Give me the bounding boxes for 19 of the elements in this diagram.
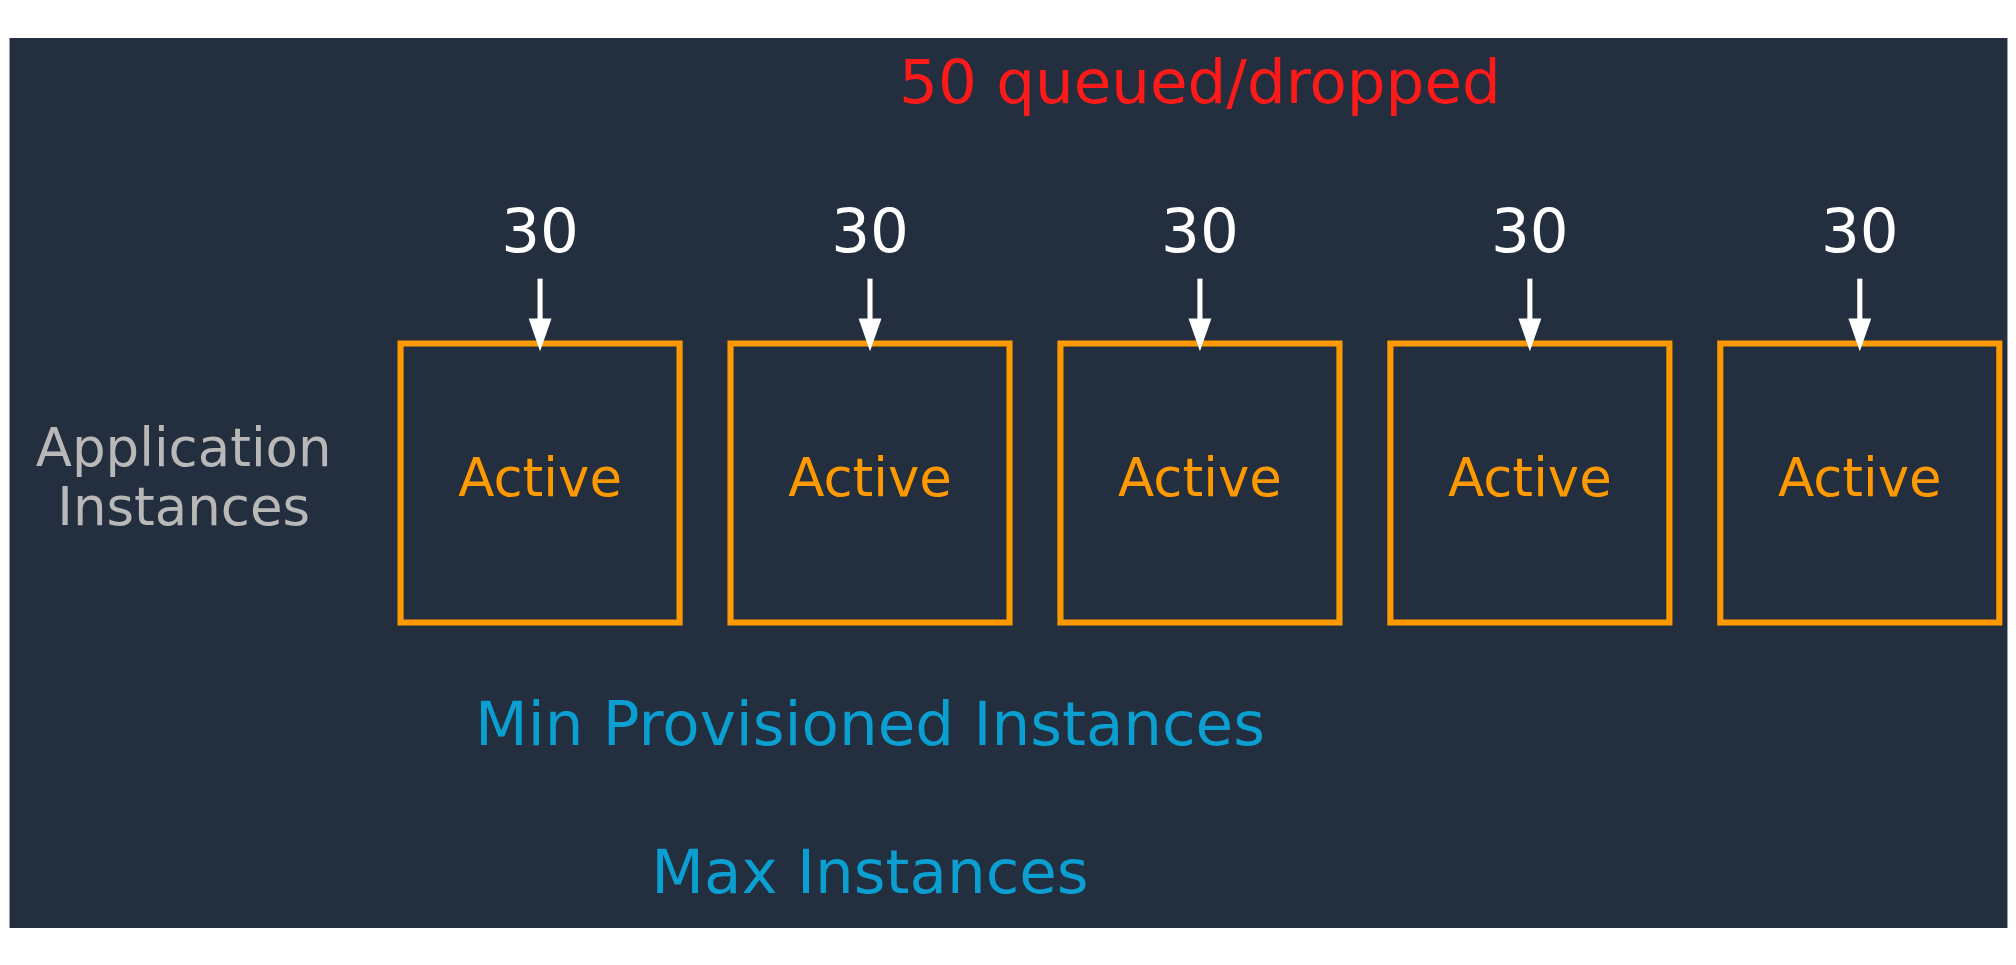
label: Max Instances: [650, 835, 1089, 907]
node-text: 30: [1820, 194, 1899, 266]
arrow: [1517, 278, 1541, 351]
node-text: 30: [1160, 194, 1239, 266]
node-box: Active: [1386, 339, 1672, 626]
arrow: [1188, 278, 1211, 351]
node-box: Active: [1716, 339, 2002, 626]
node-text: 30: [830, 194, 909, 266]
node-box: Active: [397, 339, 683, 626]
label: Application Instances: [35, 416, 332, 537]
arrow: [858, 278, 881, 351]
node-text: 30: [1490, 194, 1569, 266]
arrow: [528, 278, 551, 351]
node-box: Active: [1056, 339, 1342, 626]
label: Min Provisioned Instances: [474, 687, 1265, 759]
label: 50 queued/dropped: [898, 45, 1501, 117]
node-box: Active: [726, 339, 1013, 626]
node-text: 30: [500, 194, 579, 266]
arrow: [1847, 278, 1871, 351]
